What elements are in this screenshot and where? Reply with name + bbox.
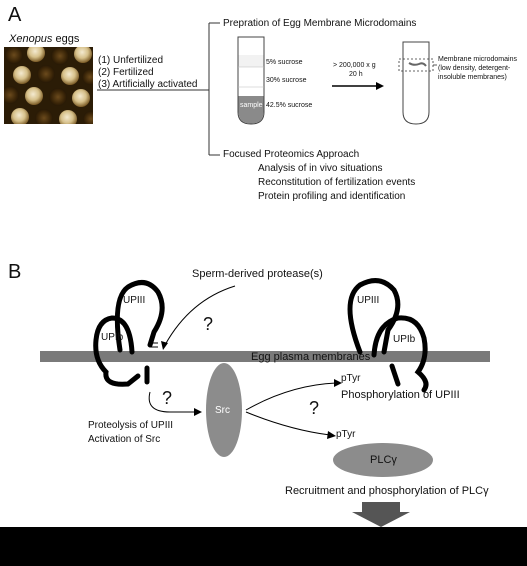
sucrose-gradient-tube [237, 36, 265, 125]
proteolysis-label: Proteolysis of UPIII [88, 420, 174, 431]
microdomain-label-3: insoluble membranes) [438, 74, 507, 81]
upiii-left-label: UPIII [123, 295, 146, 306]
question-mark-branch: ? [309, 398, 320, 418]
upib-right-shape [371, 315, 429, 393]
src-ellipse [206, 363, 242, 457]
centrifuge-speed: > 200,000 x g [333, 62, 376, 69]
ptyr-upiii-label: pTyr [341, 373, 361, 384]
prep-title: Prepration of Egg Membrane Microdomains [223, 18, 417, 29]
upiii-right-label: UPIII [357, 295, 380, 306]
gradient-42-sucrose: 42.5% sucrose [266, 102, 313, 109]
eggs-caption-rest: eggs [52, 33, 80, 45]
proteomics-title: Focused Proteomics Approach [223, 149, 360, 160]
proteomics-item-1: Analysis of in vivo situations [258, 163, 383, 174]
down-arrow [352, 502, 410, 527]
eggs-caption-species: Xenopus [9, 33, 53, 45]
upiii-right-shape [347, 278, 401, 355]
centrifuged-tube [398, 41, 437, 125]
upib-left-shape [93, 315, 141, 387]
eggs-caption: Xenopus eggs [9, 33, 79, 46]
black-bottom-band [0, 527, 527, 566]
panel-b-diagram [40, 278, 490, 527]
ptyr-plc-label: pTyr [336, 429, 356, 440]
gradient-sample: sample [240, 102, 263, 109]
upib-right-label: UPIb [393, 334, 416, 345]
microdomain-label-2: (low density, detergent- [438, 65, 511, 72]
src-label: Src [215, 405, 230, 416]
upib-left-label: UPIb [101, 332, 124, 343]
question-mark-protease: ? [203, 314, 214, 334]
centrifuge-time: 20 h [349, 71, 363, 78]
proteomics-item-2: Reconstitution of fertilization events [258, 177, 416, 188]
condition-unfertilized: (1) Unfertilized [98, 55, 164, 66]
condition-fertilized: (2) Fertilized [98, 67, 154, 78]
proteomics-item-3: Protein profiling and identification [258, 191, 406, 202]
panel-a-diagram [97, 22, 437, 156]
panel-b-label: B [8, 261, 22, 283]
recruitment-label: Recruitment and phosphorylation of PLCγ [285, 485, 489, 497]
gradient-5-sucrose: 5% sucrose [266, 59, 303, 66]
plc-gamma-ellipse [333, 443, 433, 477]
panel-a-label: A [8, 4, 22, 26]
microdomain-label-1: Membrane microdomains [438, 56, 517, 63]
gradient-30-sucrose: 30% sucrose [266, 77, 307, 84]
protease-label: Sperm-derived protease(s) [192, 268, 323, 280]
src-activation-label: Activation of Src [88, 434, 161, 445]
phosphorylation-label: Phosphorylation of UPIII [341, 389, 460, 401]
question-mark-src: ? [162, 388, 173, 408]
upiii-left-shape [114, 280, 165, 353]
plc-gamma-label: PLCγ [370, 454, 397, 466]
membrane-label: Egg plasma membranes [251, 351, 371, 363]
xenopus-eggs-photo [4, 47, 93, 124]
plasma-membrane-bar [40, 351, 490, 362]
condition-artificially-activated: (3) Artificially activated [98, 79, 198, 90]
